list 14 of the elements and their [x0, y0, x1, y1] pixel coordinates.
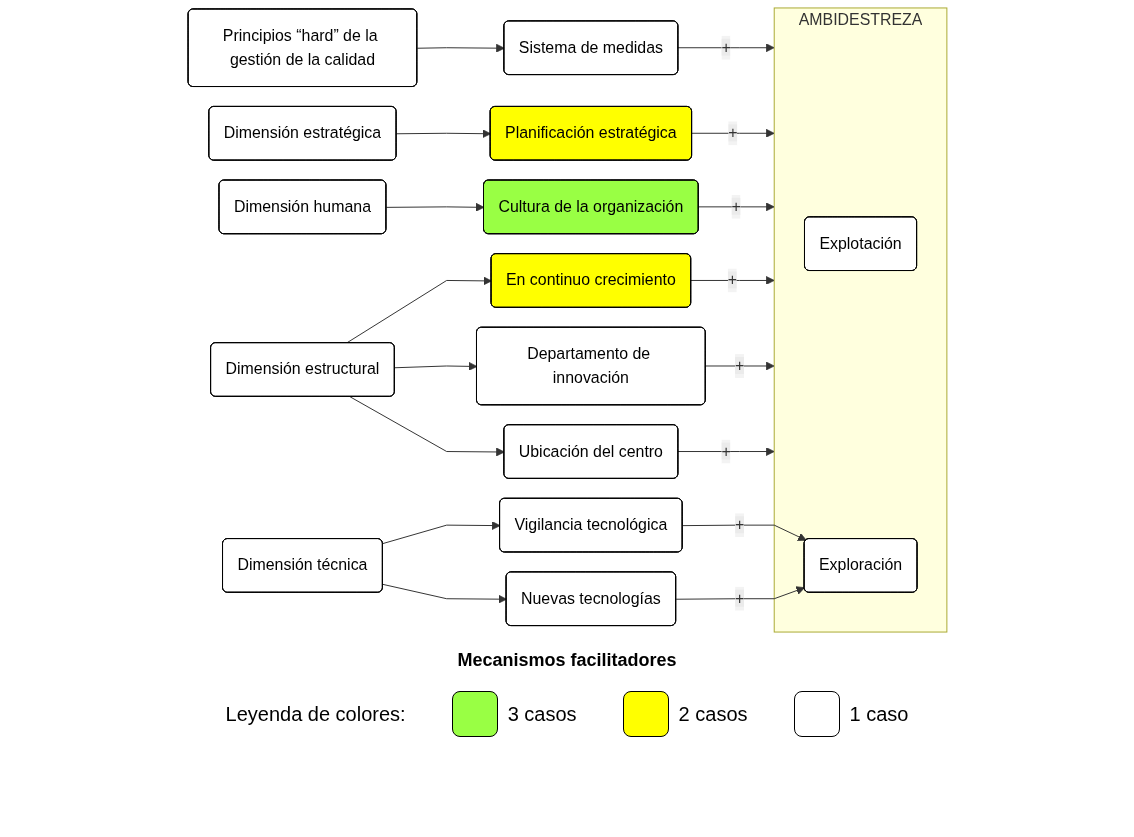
legend-title: Leyenda de colores:	[225, 702, 406, 726]
edge-label: +	[734, 589, 744, 607]
edge-label: +	[734, 516, 744, 534]
legend-label: 2 casos	[678, 702, 748, 726]
edge-label: +	[731, 197, 741, 215]
arrow	[689, 276, 775, 285]
edge-label: +	[734, 357, 744, 374]
legend-label: 1 caso	[849, 702, 909, 726]
edge-label: +	[720, 442, 731, 460]
edge-label: +	[727, 271, 737, 289]
caption: Mecanismos facilitadores	[457, 650, 677, 671]
edge-label: +	[720, 38, 731, 56]
edge-label: +	[727, 124, 738, 142]
legend-label: 3 casos	[507, 702, 577, 726]
